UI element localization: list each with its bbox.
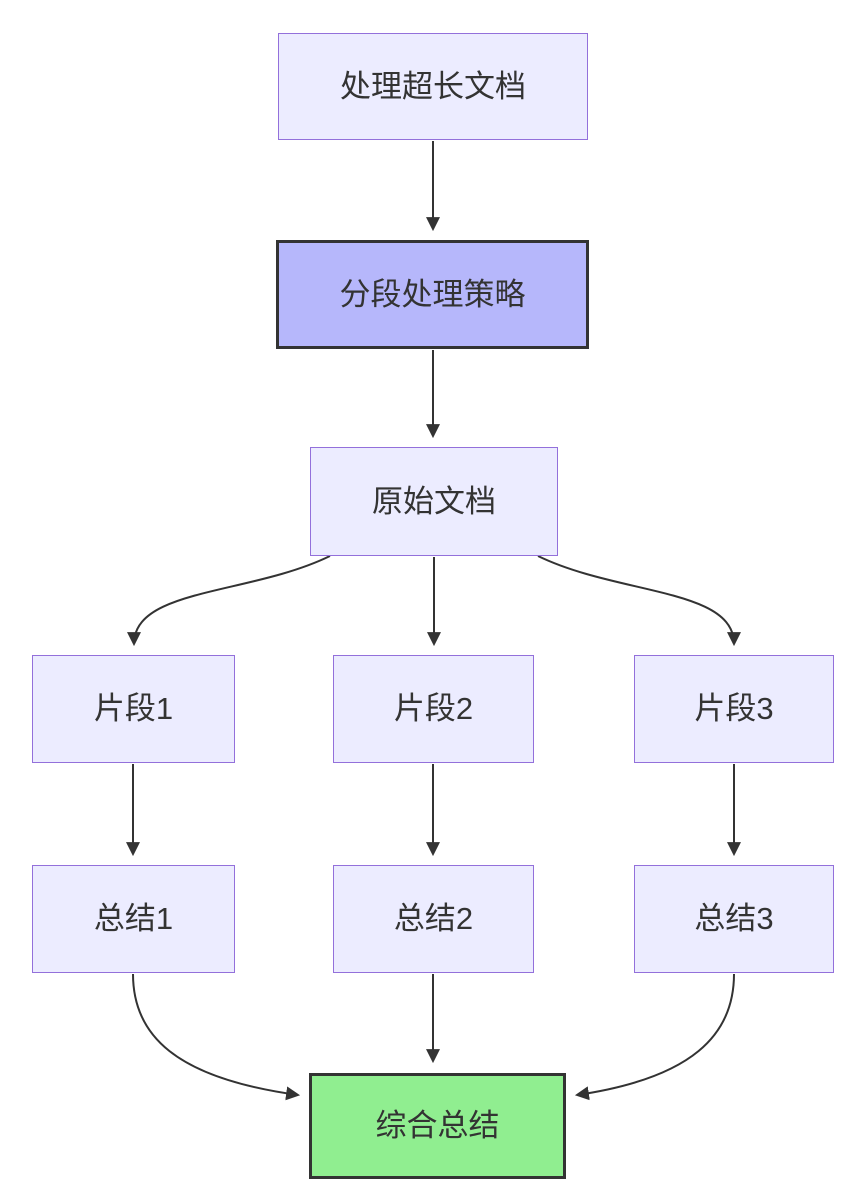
node-fragment-1: 片段1: [32, 655, 235, 763]
node-segmented-processing-strategy: 分段处理策略: [276, 240, 589, 349]
edge-c-to-f: [537, 555, 741, 647]
node-original-document: 原始文档: [310, 447, 558, 556]
node-fragment-3: 片段3: [634, 655, 834, 763]
edge-i-to-j: [574, 973, 735, 1101]
edge-c-to-d: [127, 555, 331, 647]
node-summary-3: 总结3: [634, 865, 834, 973]
node-final-summary: 综合总结: [309, 1073, 566, 1179]
node-summary-2: 总结2: [333, 865, 534, 973]
node-process-long-document: 处理超长文档: [278, 33, 588, 140]
node-fragment-2: 片段2: [333, 655, 534, 763]
node-summary-1: 总结1: [32, 865, 235, 973]
edge-g-to-j: [132, 973, 301, 1101]
